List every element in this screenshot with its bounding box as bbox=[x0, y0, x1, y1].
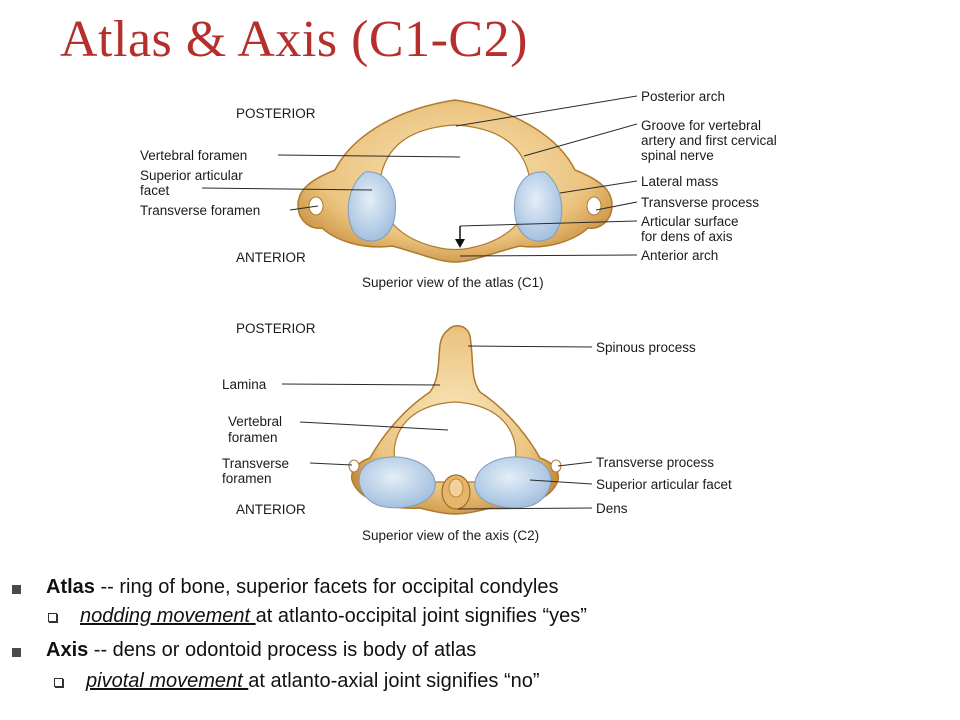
bullet-atlas-text: -- ring of bone, superior facets for occ… bbox=[94, 576, 559, 598]
axis-label-vertebral-foramen: foramen bbox=[228, 430, 278, 445]
sub-bullet-pivotal-italic: pivotal movement bbox=[86, 670, 249, 692]
atlas-caption: Superior view of the atlas (C1) bbox=[362, 275, 544, 290]
atlas-posterior-label: POSTERIOR bbox=[236, 106, 316, 121]
bullet-axis-text: -- dens or odontoid process is body of a… bbox=[88, 639, 477, 661]
axis-illustration bbox=[348, 325, 562, 515]
square-bullet-icon bbox=[12, 648, 21, 657]
sub-bullet-nodding-italic: nodding movement bbox=[80, 605, 256, 627]
atlas-label-groove-2: artery and first cervical bbox=[641, 133, 777, 148]
atlas-leader-lines bbox=[201, 95, 638, 257]
axis-label-transverse-foramen: foramen bbox=[222, 471, 272, 486]
axis-label-spinous-process: Spinous process bbox=[596, 340, 696, 355]
axis-leader-lines bbox=[281, 345, 593, 510]
bullet-axis: Axis -- dens or odontoid process is body… bbox=[12, 639, 477, 662]
axis-anterior-label: ANTERIOR bbox=[236, 502, 306, 517]
axis-label-superior-articular-facet: Superior articular facet bbox=[596, 477, 732, 492]
atlas-label-transverse-process: Transverse process bbox=[641, 195, 759, 210]
atlas-label-lateral-mass: Lateral mass bbox=[641, 174, 719, 189]
atlas-label-articular-surface-1: Articular surface bbox=[641, 214, 739, 229]
sub-bullet-nodding-text: at atlanto-occipital joint signifies “ye… bbox=[255, 605, 587, 627]
atlas-label-superior-articular: Superior articular bbox=[140, 168, 243, 183]
axis-label-vertebral: Vertebral bbox=[228, 414, 282, 429]
atlas-label-transverse-foramen: Transverse foramen bbox=[140, 203, 260, 218]
axis-label-lamina: Lamina bbox=[222, 377, 267, 392]
page-title: Atlas & Axis (C1-C2) bbox=[60, 11, 528, 68]
sub-bullet-pivotal: pivotal movement at atlanto-axial joint … bbox=[54, 670, 540, 693]
hollow-square-bullet-icon bbox=[48, 613, 57, 622]
axis-label-transverse-process: Transverse process bbox=[596, 455, 714, 470]
square-bullet-icon bbox=[12, 585, 21, 594]
sub-bullet-nodding: nodding movement at atlanto-occipital jo… bbox=[48, 605, 587, 628]
hollow-square-bullet-icon bbox=[54, 678, 63, 687]
vertebrae-figure: POSTERIOR ANTERIOR Superior view of the … bbox=[140, 89, 777, 543]
atlas-label-anterior-arch: Anterior arch bbox=[641, 248, 718, 263]
bullet-axis-term: Axis bbox=[46, 639, 89, 661]
atlas-label-groove-1: Groove for vertebral bbox=[641, 118, 761, 133]
axis-posterior-label: POSTERIOR bbox=[236, 321, 316, 336]
atlas-anterior-label: ANTERIOR bbox=[236, 250, 306, 265]
axis-label-transverse: Transverse bbox=[222, 456, 289, 471]
bullet-atlas-term: Atlas bbox=[46, 576, 95, 598]
atlas-label-groove-3: spinal nerve bbox=[641, 148, 714, 163]
atlas-label-articular-surface-2: for dens of axis bbox=[641, 229, 733, 244]
sub-bullet-pivotal-text: at atlanto-axial joint signifies “no” bbox=[248, 670, 540, 692]
atlas-label-posterior-arch: Posterior arch bbox=[641, 89, 725, 104]
atlas-label-vertebral-foramen: Vertebral foramen bbox=[140, 148, 247, 163]
atlas-illustration bbox=[297, 99, 613, 263]
axis-label-dens: Dens bbox=[596, 501, 628, 516]
bullet-atlas: Atlas -- ring of bone, superior facets f… bbox=[12, 576, 559, 599]
atlas-label-facet: facet bbox=[140, 183, 170, 198]
axis-caption: Superior view of the axis (C2) bbox=[362, 528, 539, 543]
